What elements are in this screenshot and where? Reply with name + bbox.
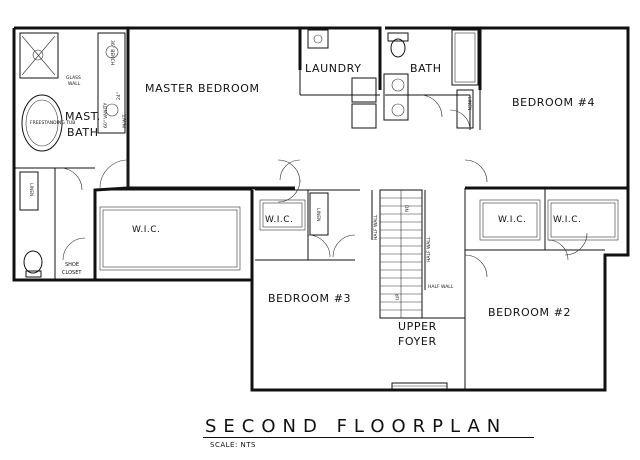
bedroom4-label: BEDROOM #4 [512, 96, 595, 109]
glass-wall-label-2: WALL [68, 81, 81, 87]
bench-label: 36" BENCH [109, 40, 115, 65]
bedroom3-label: BEDROOM #3 [268, 292, 351, 305]
master-wic-label: W.I.C. [132, 225, 160, 235]
bath-label: BATH [410, 62, 442, 75]
laundry-bath-fixtures [307, 29, 479, 129]
master-bedroom-label: MASTER BEDROOM [145, 82, 260, 95]
scale-note: SCALE: NTS [210, 441, 256, 449]
interior-walls [13, 28, 605, 390]
glass-wall-label-1: GLASS [66, 75, 81, 81]
room-labels: MASTER BEDROOM MAST. BATH LAUNDRY BATH B… [62, 62, 595, 348]
master-bath-label-1: MAST. [65, 110, 101, 123]
mwt-size-label: 24" [116, 92, 122, 100]
master-wic-closet [94, 189, 253, 281]
mwt-label: M.W.T. [122, 114, 128, 128]
freestanding-tub-label: FREESTANDING TUB [30, 120, 75, 126]
door-swings [59, 94, 588, 278]
shoe-closet-label-2: CLOSET [62, 270, 82, 276]
upper-foyer-label-2: FOYER [398, 335, 437, 348]
master-bath-fixtures [19, 32, 126, 278]
annotations: LINEN LINEN LINEN GLASS WALL 36" BENCH 2… [28, 40, 472, 300]
stair-down-label: DN [403, 205, 409, 212]
bedroom3-wic-closet [259, 192, 329, 236]
vanity-label: 60" VANITY [103, 102, 109, 128]
linen-bath-label: LINEN [466, 97, 472, 110]
plan-title: SECOND FLOORPLAN [205, 416, 508, 437]
half-wall-label-2: HALF WALL [426, 236, 432, 262]
stair-up-label: UP [395, 294, 401, 300]
half-wall-label-3: HALF WALL [428, 284, 454, 290]
bedroom3-wic-label: W.I.C. [265, 215, 293, 225]
bedroom2-label: BEDROOM #2 [488, 306, 571, 319]
linen-left-label: LINEN [28, 183, 34, 196]
exterior-walls [12, 26, 630, 392]
staircase [371, 189, 426, 319]
upper-foyer-label-1: UPPER [398, 320, 437, 333]
shoe-closet-label-1: SHOE [65, 262, 79, 268]
half-wall-label-1: HALF WALL [373, 214, 379, 240]
bedroom4-wic-left-label: W.I.C. [498, 215, 526, 225]
master-bath-label-2: BATH [67, 126, 99, 139]
laundry-label: LAUNDRY [305, 62, 362, 75]
title-underline [203, 437, 534, 438]
linen-mid-label: LINEN [315, 208, 321, 221]
foyer-opening [391, 382, 448, 391]
bedroom4-wic-right-label: W.I.C. [553, 215, 581, 225]
bedroom4-wic-closets [479, 199, 619, 241]
